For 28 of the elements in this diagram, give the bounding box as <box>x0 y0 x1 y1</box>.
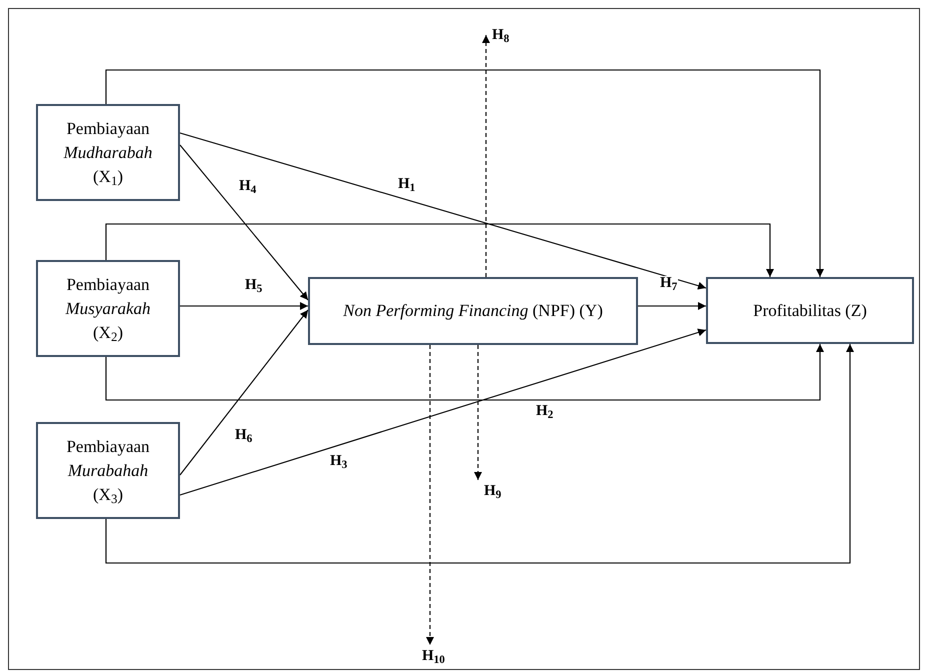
hypothesis-label: H$_{8}$ <box>486 24 516 46</box>
arrow <box>180 132 706 290</box>
edge-label: H$_{2}$ <box>535 404 554 419</box>
edge-label: H$_{7}$ <box>659 276 678 291</box>
arrow <box>105 344 824 401</box>
dashed-arrow <box>482 35 490 277</box>
arrow <box>105 344 854 564</box>
arrow <box>180 328 706 496</box>
edge-label: H$_{6}$ <box>234 428 254 443</box>
variable-box: Non Performing Financing (NPF) (Y) <box>308 277 638 345</box>
arrow <box>105 223 774 277</box>
arrow <box>180 310 308 476</box>
arrow <box>105 69 824 277</box>
arrow <box>180 144 308 300</box>
variable-box: Pembiayaan Murabahah (X$_{3}$) <box>36 422 180 519</box>
arrow <box>180 302 308 310</box>
dashed-arrow <box>426 345 434 645</box>
edge-label: H$_{4}$ <box>238 179 258 194</box>
arrow <box>638 302 706 310</box>
hypothesis-label: H$_{10}$ <box>416 645 446 667</box>
variable-box: Pembiayaan Musyarakah (X$_{2}$) <box>36 260 180 357</box>
variable-box: Pembiayaan Mudharabah (X$_{1}$) <box>36 104 180 201</box>
edge-label: H$_{1}$ <box>397 177 416 192</box>
variable-box: Profitabilitas (Z) <box>706 277 914 344</box>
edge-label: H$_{3}$ <box>329 454 348 469</box>
edge-label: H$_{5}$ <box>244 278 264 293</box>
dashed-arrow <box>474 345 482 480</box>
hypothesis-label: H$_{9}$ <box>478 480 508 502</box>
